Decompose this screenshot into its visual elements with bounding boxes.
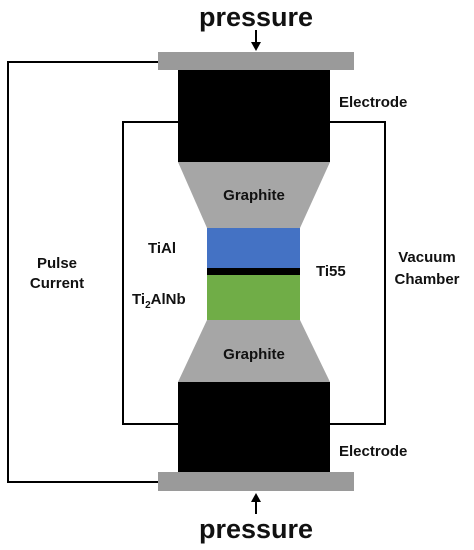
- bottom-pressure-arrow-head: [251, 493, 261, 502]
- ti2alnb-label: Ti2AlNb: [132, 291, 186, 311]
- bottom-pressure-plate: [158, 472, 354, 491]
- graphite-top-label: Graphite: [223, 187, 285, 204]
- top-pressure-plate: [158, 52, 354, 70]
- top-graphite-die: [178, 162, 330, 228]
- current-label: Current: [30, 275, 84, 292]
- vacuum-chamber-right: [330, 121, 386, 425]
- vacuum-chamber-left: [122, 121, 178, 425]
- bottom-graphite-die: [178, 320, 330, 382]
- chamber-label: Chamber: [394, 271, 459, 288]
- pulse-current-wire: [7, 61, 160, 483]
- ti55-interlayer: [207, 268, 300, 275]
- top-pressure-arrow-head: [251, 42, 261, 51]
- graphite-bottom-label: Graphite: [223, 346, 285, 363]
- pressure-top-label: pressure: [199, 2, 313, 32]
- pulse-label: Pulse: [37, 255, 77, 272]
- vacuum-label: Vacuum: [398, 249, 456, 266]
- electrode-top-label: Electrode: [339, 94, 407, 111]
- tial-label: TiAl: [148, 240, 176, 257]
- pressure-bottom-label: pressure: [199, 514, 313, 544]
- top-electrode: [178, 70, 330, 162]
- ti55-label: Ti55: [316, 263, 346, 280]
- ti2alnb-layer: [207, 275, 300, 320]
- tial-layer: [207, 228, 300, 268]
- electrode-bottom-label: Electrode: [339, 443, 407, 460]
- bottom-electrode: [178, 382, 330, 472]
